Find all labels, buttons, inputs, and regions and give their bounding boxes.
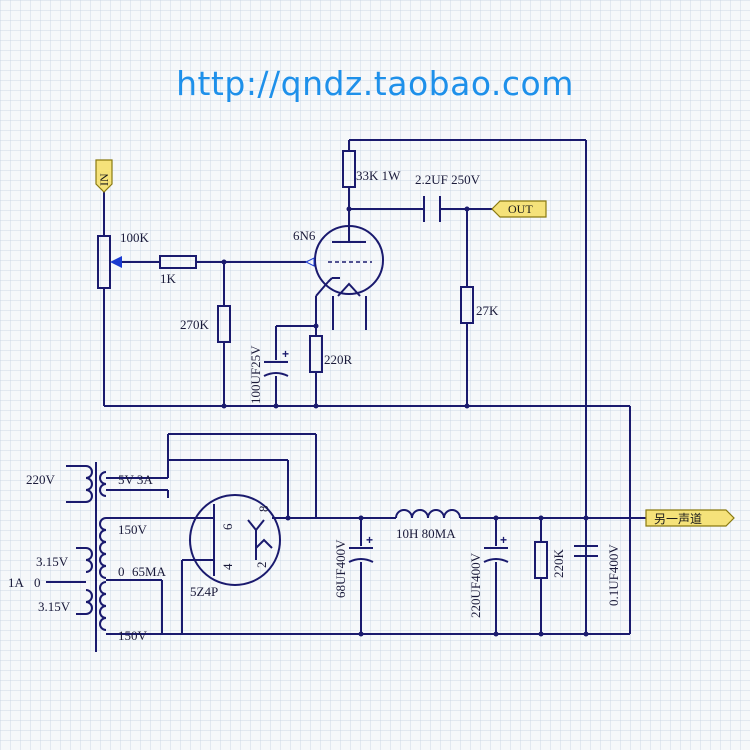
out-port-label: OUT xyxy=(508,202,533,216)
tube-label: 6N6 xyxy=(293,228,316,243)
fil-0-label: 0 xyxy=(34,575,41,590)
ht-65ma-label: 65MA xyxy=(132,564,167,579)
pin-8-label: 8 xyxy=(256,506,271,513)
resistor-220r: 220R xyxy=(309,335,353,373)
other-channel-port: 另一声道 xyxy=(645,509,735,527)
resistor-220k-label: 220K xyxy=(551,549,566,579)
cap-68uf: + 68UF400V xyxy=(333,533,374,598)
pin-6-label: 6 xyxy=(220,523,235,530)
cap-100uf-label: 100UF25V xyxy=(248,345,263,404)
shop-url: http://qndz.taobao.com xyxy=(176,64,574,103)
resistor-33k-label: 33K 1W xyxy=(356,168,401,183)
pri-label: 220V xyxy=(26,472,56,487)
cap-100uf: + 100UF25V xyxy=(248,345,289,404)
cap-220uf: + 220UF400V xyxy=(468,533,509,618)
amp-wires xyxy=(103,139,631,634)
resistor-270k: 270K xyxy=(180,305,231,343)
resistor-1k: 1K xyxy=(159,255,197,286)
tube-6n6: 6N6 xyxy=(293,224,384,297)
resistor-270k-label: 270K xyxy=(180,317,210,332)
ht-150a-label: 150V xyxy=(118,522,148,537)
pot-label: 100K xyxy=(120,230,150,245)
fil-1a-label: 1A xyxy=(8,575,25,590)
cap-0u1-label: 0.1UF400V xyxy=(606,544,621,606)
choke-label: 10H 80MA xyxy=(396,526,456,541)
psu-wires xyxy=(106,433,646,635)
out-port: OUT xyxy=(491,200,547,218)
svg-text:+: + xyxy=(366,533,373,547)
cap-2u2: 2.2UF 250V xyxy=(415,172,481,222)
cap-0u1: 0.1UF400V xyxy=(574,544,621,606)
pin-4-label: 4 xyxy=(220,563,235,570)
cap-2u2-label: 2.2UF 250V xyxy=(415,172,481,187)
pot-100k: 100K xyxy=(97,230,150,289)
resistor-33k: 33K 1W xyxy=(342,150,401,188)
resistor-220r-label: 220R xyxy=(324,352,353,367)
resistor-220k: 220K xyxy=(534,541,566,579)
fil-315a-label: 3.15V xyxy=(36,554,69,569)
ht-150b-label: 150V xyxy=(118,628,148,643)
other-channel-label: 另一声道 xyxy=(654,512,702,526)
power-transformer: 220V 5V 3A 150V 0 65MA 150V 3.15V 1A 0 3… xyxy=(8,462,167,652)
ht-0-label: 0 xyxy=(118,564,125,579)
fil-5v-label: 5V 3A xyxy=(118,472,153,487)
rectifier-5z4p: 6 8 4 2 5Z4P xyxy=(181,494,288,634)
choke-10h: 10H 80MA xyxy=(395,509,462,541)
junction-dots xyxy=(221,206,589,637)
in-port: IN xyxy=(95,159,113,193)
svg-text:+: + xyxy=(500,533,507,547)
rectifier-label: 5Z4P xyxy=(190,584,218,599)
cap-68uf-label: 68UF400V xyxy=(333,539,348,598)
resistor-1k-label: 1K xyxy=(160,271,177,286)
pin-2-label: 2 xyxy=(254,562,269,569)
resistor-27k: 27K xyxy=(460,286,499,324)
cap-220uf-label: 220UF400V xyxy=(468,552,483,618)
fil-315b-label: 3.15V xyxy=(38,599,71,614)
svg-text:+: + xyxy=(282,347,289,361)
in-port-label: IN xyxy=(97,173,111,186)
resistor-27k-label: 27K xyxy=(476,303,499,318)
